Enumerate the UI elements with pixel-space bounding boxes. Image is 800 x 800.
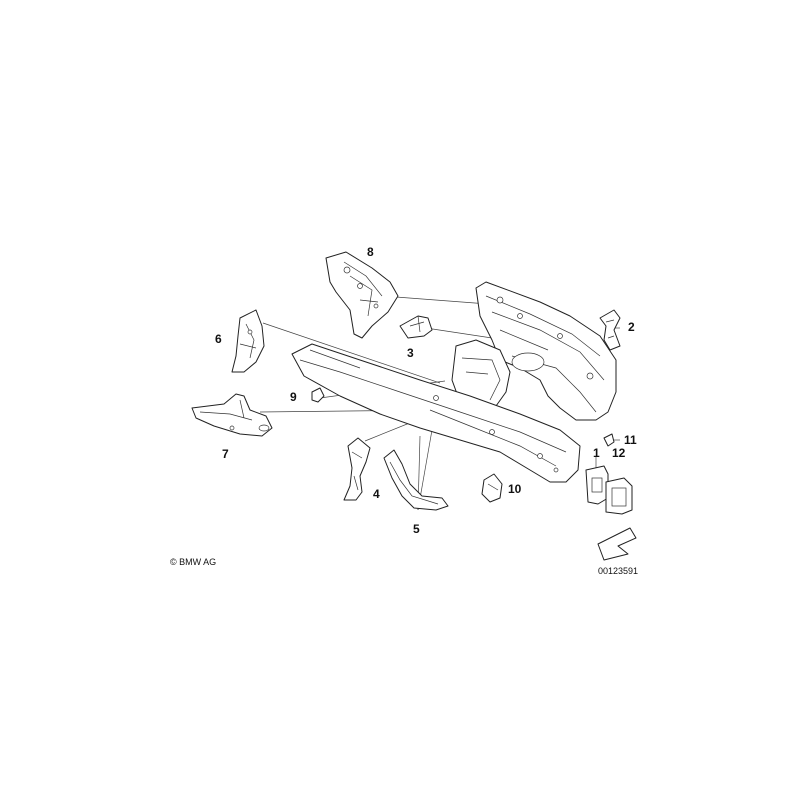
callout-labels: 8 6 3 2 9 7 11 1 12 10 4 5 [215, 245, 637, 536]
part-main-front-structure [291, 281, 617, 483]
part-4-plate [343, 437, 371, 501]
callout-3: 3 [407, 346, 414, 360]
callout-10: 10 [508, 482, 522, 496]
part-1-plate [585, 465, 609, 505]
part-5-support [383, 449, 449, 511]
callout-12: 12 [612, 446, 626, 460]
figure-id: 00123591 [598, 566, 638, 576]
part-2-bracket [599, 309, 621, 351]
callout-5: 5 [413, 522, 420, 536]
part-3-bracket [399, 315, 433, 339]
callout-9: 9 [290, 390, 297, 404]
part-7-panel [191, 393, 273, 437]
direction-arrow-icon [597, 527, 637, 561]
callout-1: 1 [593, 446, 600, 460]
part-10-bracket [481, 473, 503, 503]
part-12-gasket [605, 477, 633, 515]
callout-4: 4 [373, 487, 380, 501]
callout-7: 7 [222, 447, 229, 461]
callout-6: 6 [215, 332, 222, 346]
part-6-panel [231, 309, 265, 373]
part-9-clip [311, 387, 325, 403]
copyright-text: © BMW AG [170, 557, 216, 567]
part-11-clip [603, 433, 615, 447]
callout-8: 8 [367, 245, 374, 259]
callout-11: 11 [624, 433, 637, 447]
callout-2: 2 [628, 320, 635, 334]
part-8-bracket [325, 251, 399, 339]
